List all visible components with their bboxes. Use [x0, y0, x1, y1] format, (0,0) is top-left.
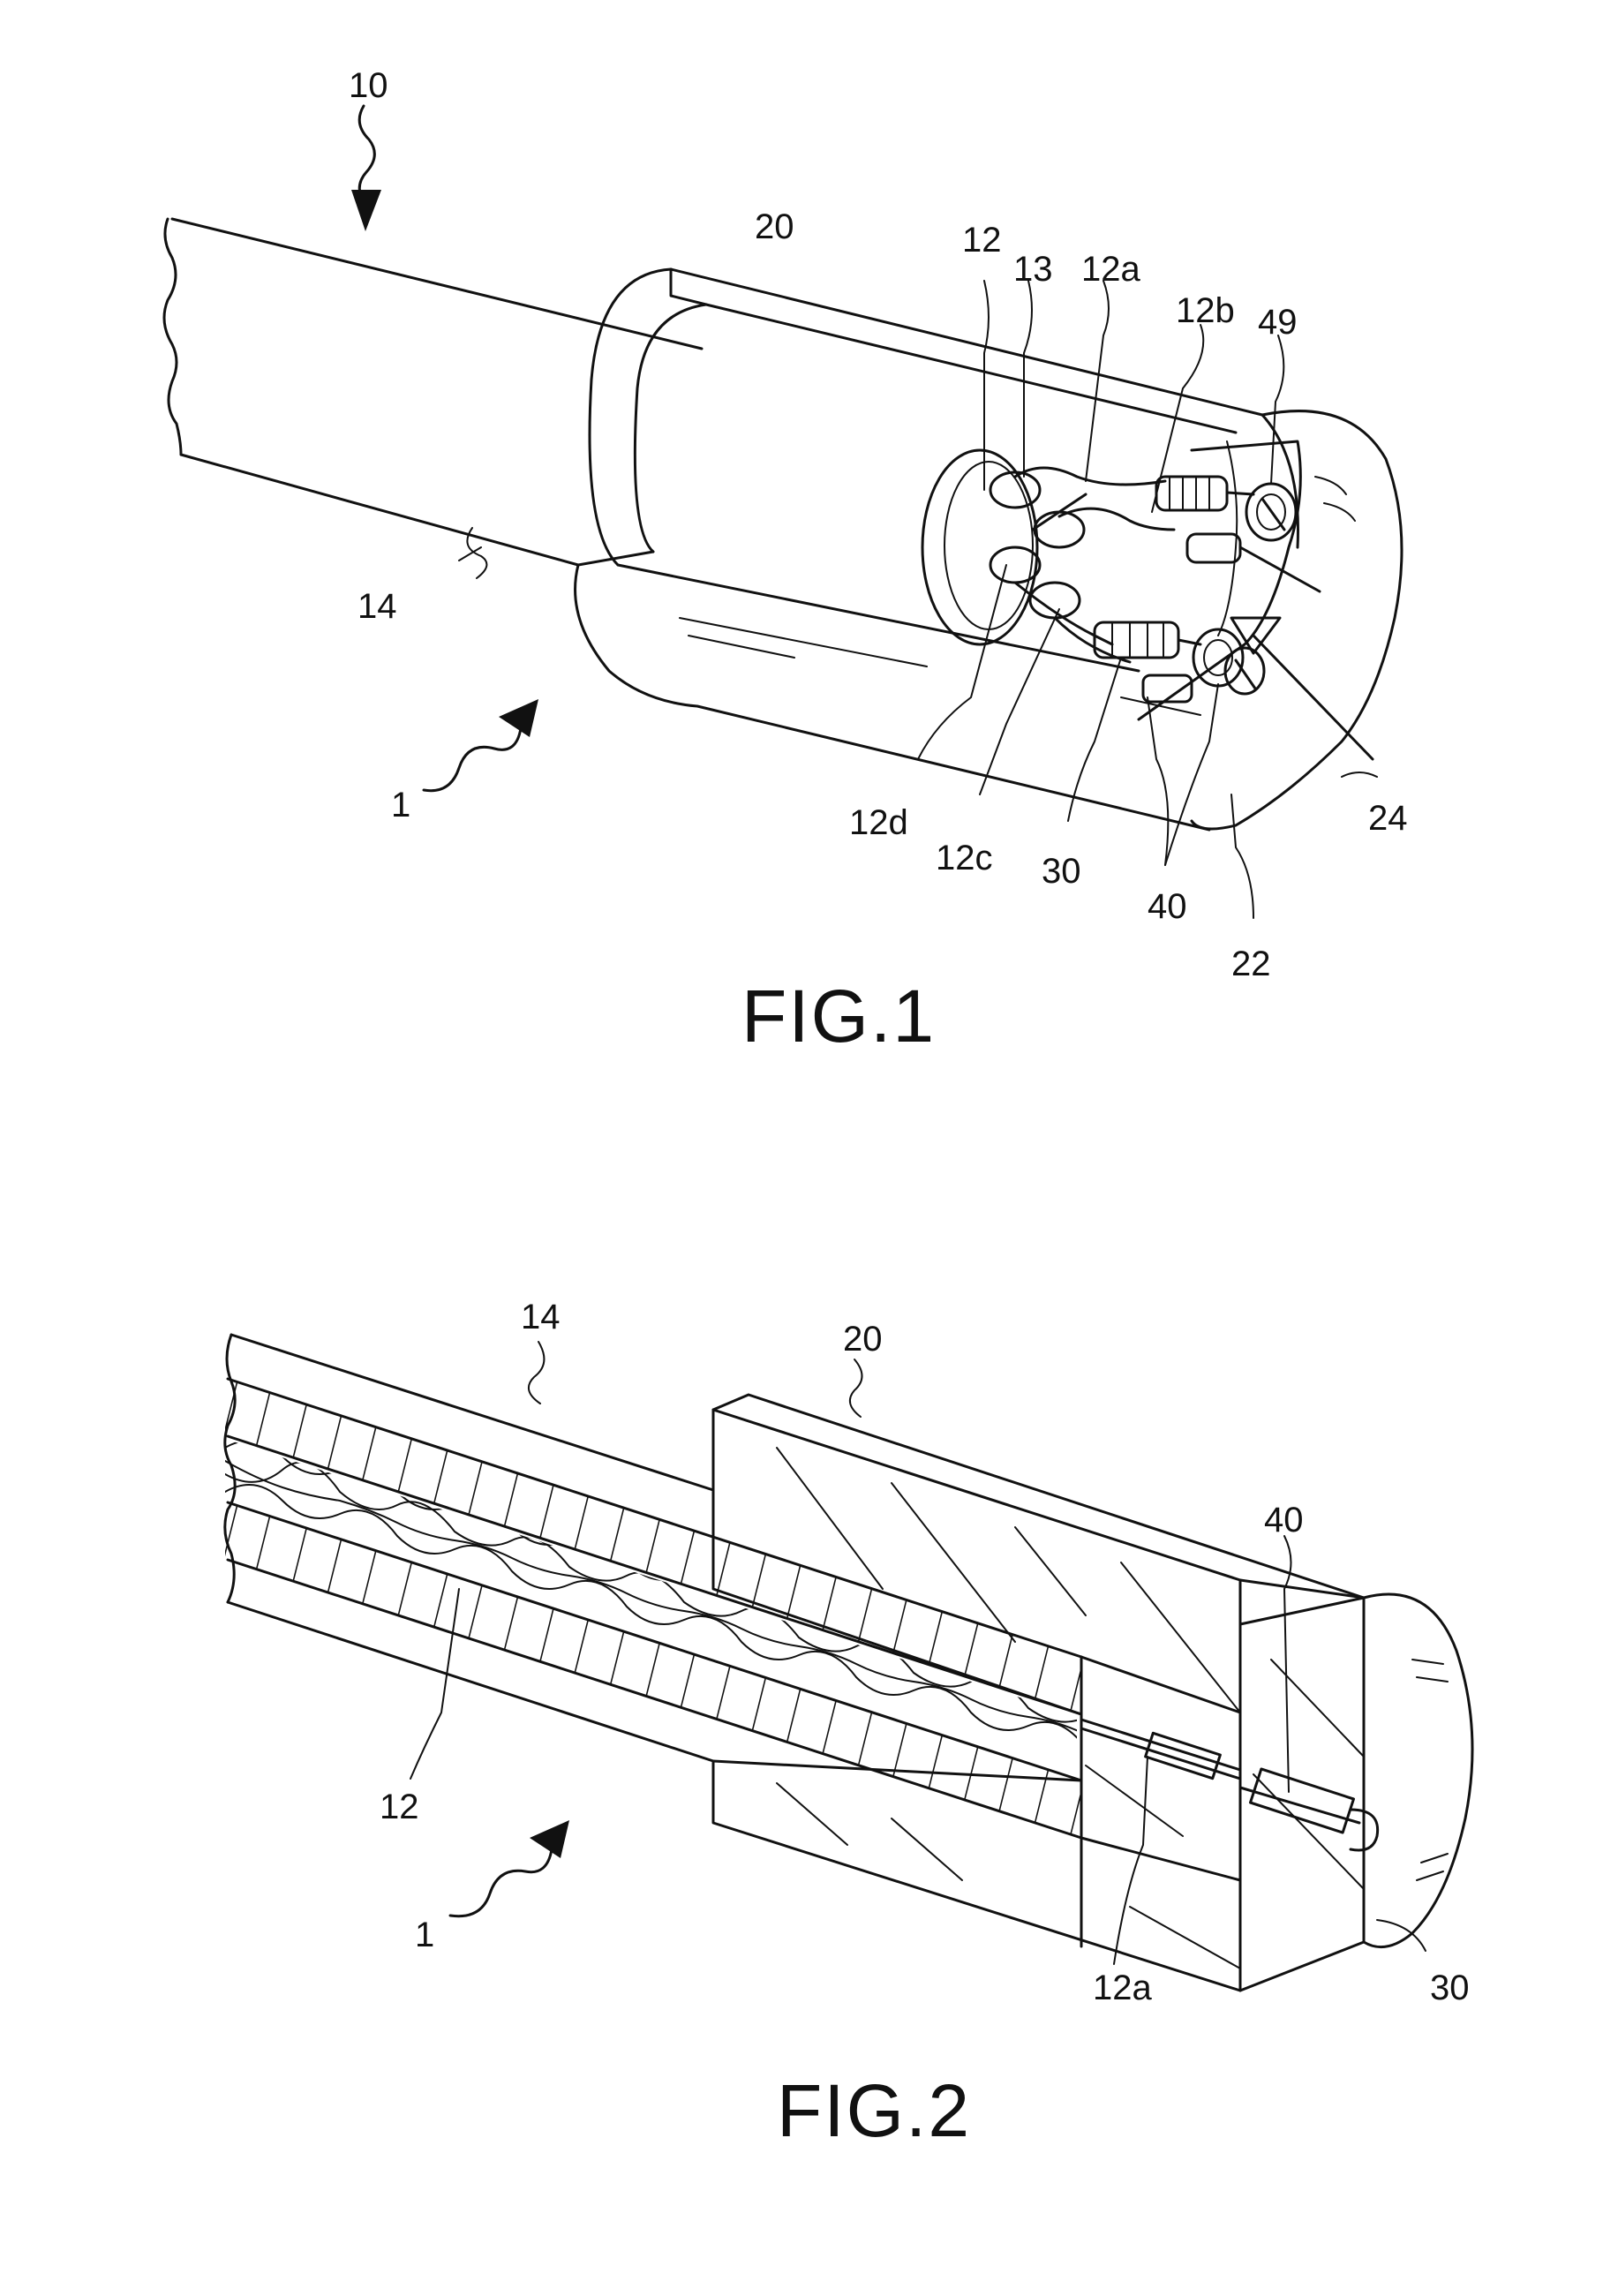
- fig2-shaft-14: [225, 1335, 1081, 1838]
- fig2-label-40: 40: [1264, 1501, 1304, 1539]
- fig1-label-30: 30: [1042, 852, 1081, 891]
- fig1-arrow-24-shaft: [1253, 636, 1373, 759]
- fig1-arrow-10: [351, 106, 381, 231]
- fig2-label-30: 30: [1430, 1969, 1470, 2007]
- fig1-label-13: 13: [1013, 250, 1053, 289]
- fig1-label-12: 12: [962, 221, 1002, 260]
- fig1-shaft-14: [164, 219, 702, 565]
- fig1-label-20: 20: [755, 207, 794, 246]
- fig1-labels: 10 20 12 13 12a 12b 49 14 1 12d 12c 30 4…: [349, 66, 1408, 1058]
- fig2-label-12a: 12a: [1093, 1969, 1152, 2007]
- fig1-label-14: 14: [357, 587, 397, 626]
- fig2-label-20: 20: [843, 1320, 883, 1359]
- fig1-caption: FIG.1: [741, 975, 936, 1058]
- fig1-label-12d: 12d: [849, 803, 908, 842]
- fig1-contacts-40: [1095, 477, 1320, 715]
- fig1-label-10: 10: [349, 66, 388, 105]
- fig1-label-12b: 12b: [1176, 291, 1235, 330]
- fig1-label-24: 24: [1368, 799, 1408, 838]
- fig1-arrow-1: [424, 699, 538, 791]
- fig2-arrow-1: [450, 1820, 569, 1916]
- fig2-labels: 14 20 40 12 1 12a 30 FIG.2: [380, 1298, 1470, 2152]
- fig1-label-12c: 12c: [936, 839, 993, 877]
- fig2-tip-30: [1240, 1594, 1472, 1991]
- fig1-label-40: 40: [1148, 887, 1187, 926]
- fig1-electrode-housing-20: [576, 269, 1402, 830]
- fig1-label-12a: 12a: [1081, 250, 1140, 289]
- fig2-label-1: 1: [415, 1916, 434, 1954]
- fig2-caption: FIG.2: [777, 2069, 971, 2152]
- fig2-label-12: 12: [380, 1788, 419, 1826]
- fig1-conductors-12: [922, 450, 1174, 662]
- fig1-label-49: 49: [1258, 303, 1298, 342]
- fig2-label-14: 14: [521, 1298, 561, 1336]
- fig2-braided-core-12: [225, 1441, 1086, 1748]
- fig2-drawing: [212, 1335, 1472, 1991]
- fig1-label-22: 22: [1231, 945, 1271, 983]
- fig2-contact-40: [1081, 1720, 1378, 1850]
- fig1-label-1: 1: [391, 786, 410, 824]
- fig2-leader-lines: [410, 1342, 1426, 1964]
